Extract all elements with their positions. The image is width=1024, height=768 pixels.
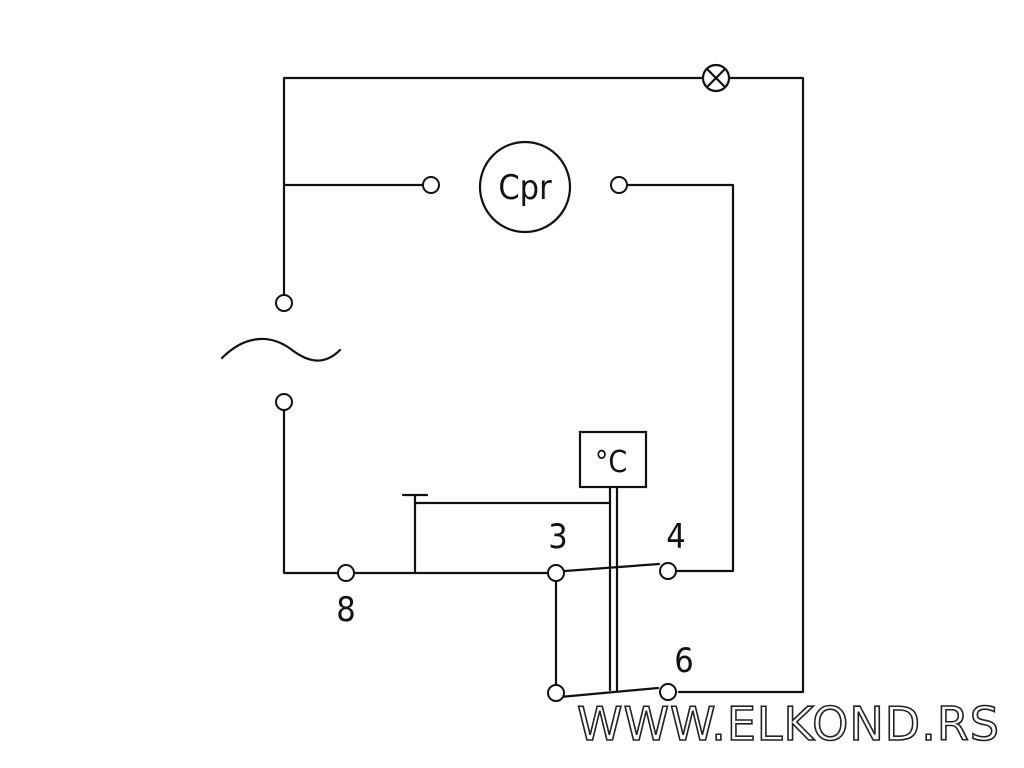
push-button-icon — [401, 493, 611, 575]
terminal-4-label: 4 — [666, 517, 685, 557]
wire-supply-to-8 — [282, 408, 339, 575]
thermostat-icon: °C — [578, 430, 648, 692]
terminal-8-label: 8 — [336, 590, 355, 630]
terminal-4 — [659, 562, 677, 580]
contact-lower-6-blade — [558, 686, 660, 699]
terminal-8 — [337, 564, 355, 582]
supply-terminal-top — [275, 294, 293, 312]
thermostat-label: °C — [595, 445, 627, 480]
supply-terminal-bottom — [275, 393, 293, 411]
compressor-icon: Cpr — [478, 140, 572, 234]
compressor-terminal-right — [610, 176, 628, 194]
lamp-icon — [701, 63, 731, 93]
compressor-label: Cpr — [498, 168, 552, 208]
contact-3-4-blade — [563, 562, 661, 573]
watermark-text: WWW.ELKOND.RS — [577, 697, 1000, 751]
wire-top-to-lamp — [282, 76, 705, 304]
terminal-3 — [547, 564, 565, 582]
terminal-6 — [659, 683, 677, 701]
wire-lamp-to-right — [677, 76, 805, 694]
ac-supply-icon — [220, 337, 342, 362]
terminal-6-label: 6 — [674, 641, 693, 681]
compressor-terminal-left — [422, 176, 440, 194]
wire-compressor-right — [626, 183, 735, 573]
terminal-3-label: 3 — [548, 517, 567, 557]
terminal-lower-common — [547, 684, 565, 702]
